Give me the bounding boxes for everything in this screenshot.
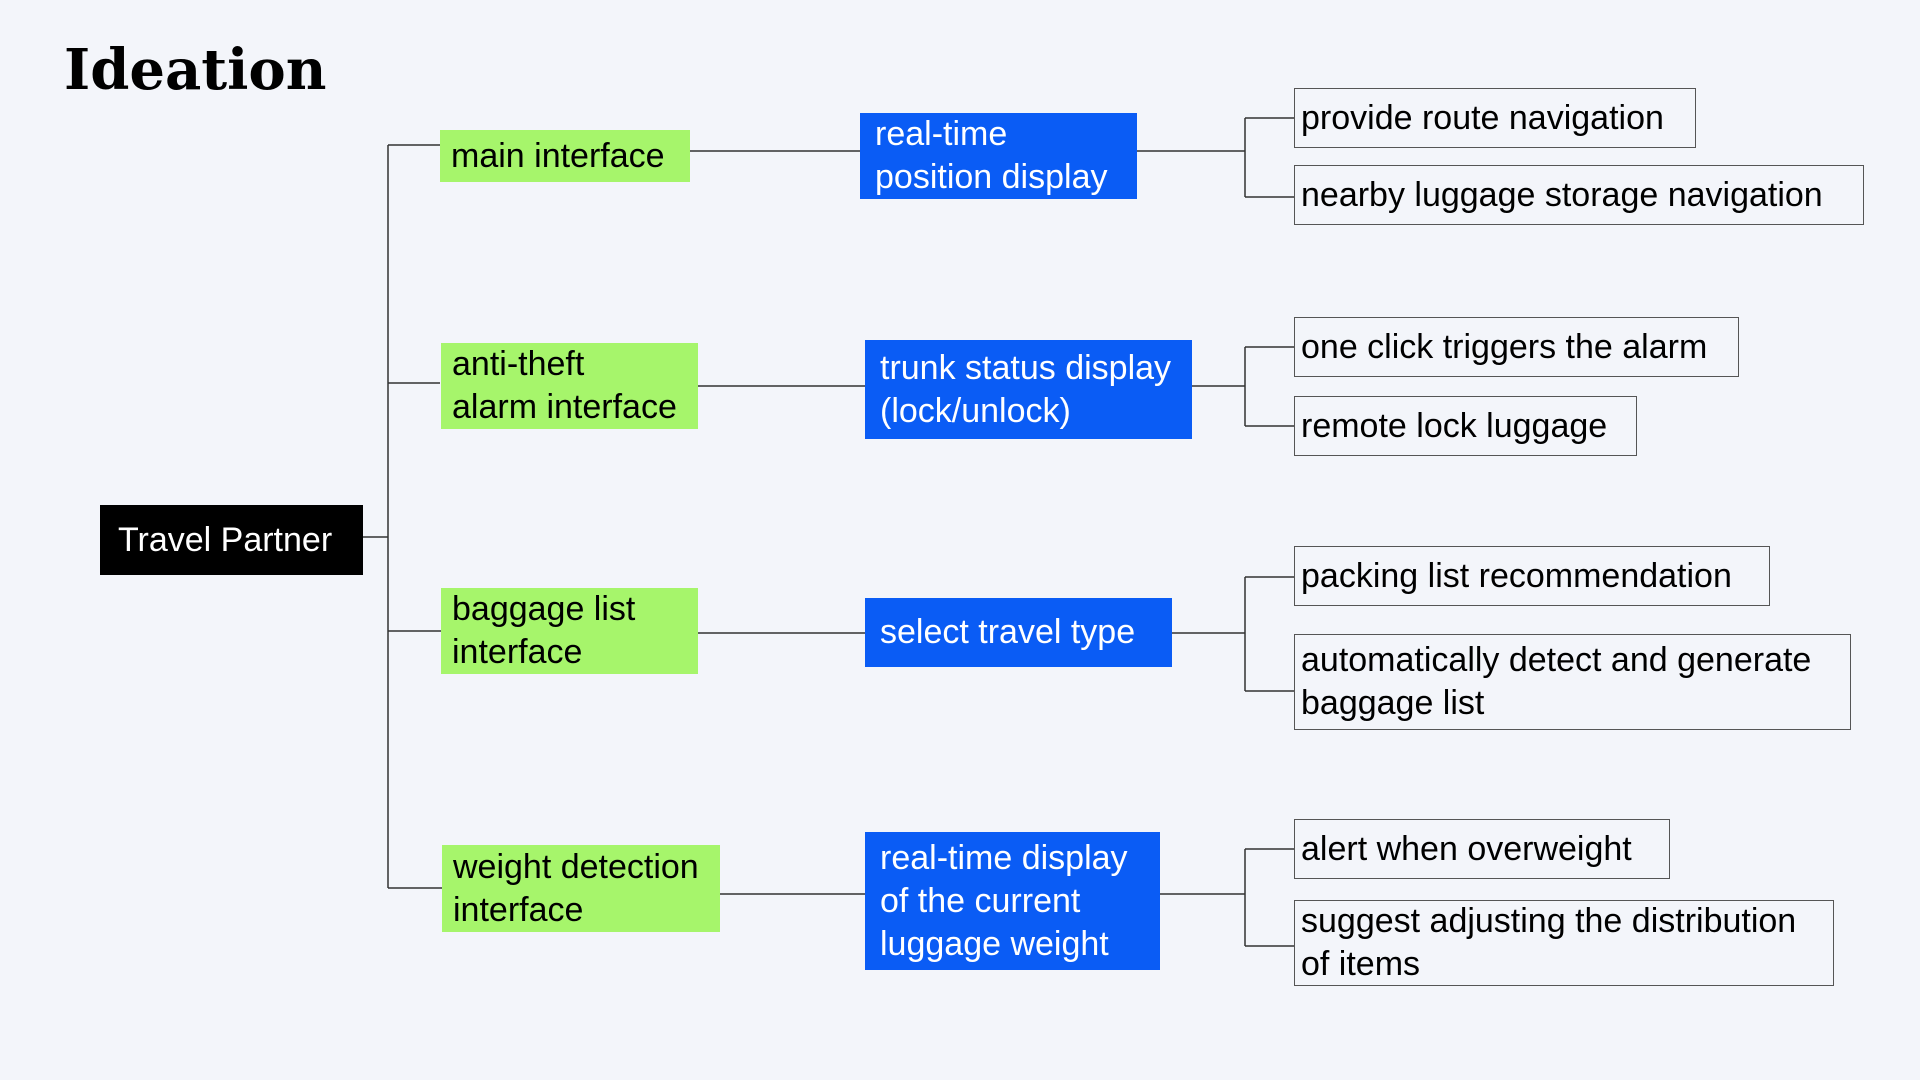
detail-label: remote lock luggage [1301,406,1608,445]
category-label: baggage list [452,590,636,628]
page-title: Ideation [64,37,327,103]
detail-node-route-navigation: provide route navigation [1294,88,1696,148]
feature-node-trunk-status: trunk status display (lock/unlock) [865,340,1192,439]
detail-label: of items [1301,945,1421,983]
category-label: main interface [451,136,665,175]
feature-label: of the current [880,881,1081,920]
detail-label: one click triggers the alarm [1301,327,1708,366]
category-label: anti-theft [452,345,585,383]
detail-label: baggage list [1301,684,1485,722]
category-label: alarm interface [452,388,677,426]
category-node-weight-detection: weight detection interface [442,845,720,932]
feature-node-position-display: real-time position display [860,113,1137,199]
detail-node-remote-lock: remote lock luggage [1294,396,1637,456]
detail-label: suggest adjusting the distribution [1301,902,1797,940]
detail-node-luggage-storage-navigation: nearby luggage storage navigation [1294,165,1864,225]
root-node: Travel Partner [100,505,363,575]
feature-label: real-time [875,115,1008,153]
connector-feature-details-1 [1137,117,1294,198]
detail-label: alert when overweight [1301,829,1632,868]
category-node-main-interface: main interface [440,130,690,182]
detail-node-packing-recommendation: packing list recommendation [1294,546,1770,606]
feature-label: trunk status display [880,348,1172,387]
connector-feature-details-4 [1160,848,1294,947]
detail-node-generate-baggage-list: automatically detect and generate baggag… [1294,634,1851,730]
category-node-anti-theft: anti-theft alarm interface [441,343,698,429]
root-label: Travel Partner [118,520,333,559]
detail-label: automatically detect and generate [1301,641,1812,679]
category-label: interface [452,633,583,671]
detail-node-overweight-alert: alert when overweight [1294,819,1670,879]
connector-feature-details-3 [1172,576,1294,692]
feature-label: select travel type [880,613,1136,651]
category-label: weight detection [453,847,699,886]
feature-label: (lock/unlock) [880,391,1071,430]
detail-label: provide route navigation [1301,98,1664,137]
feature-label: luggage weight [880,924,1109,963]
detail-label: packing list recommendation [1301,556,1732,595]
category-node-baggage-list: baggage list interface [441,588,698,674]
detail-label: nearby luggage storage navigation [1301,175,1823,214]
feature-label: position display [875,158,1108,196]
feature-node-luggage-weight: real-time display of the current luggage… [865,832,1160,970]
category-label: interface [453,890,584,929]
feature-node-travel-type: select travel type [865,598,1172,667]
detail-node-trigger-alarm: one click triggers the alarm [1294,317,1739,377]
connector-feature-details-2 [1192,346,1294,427]
detail-node-adjust-distribution: suggest adjusting the distribution of it… [1294,900,1834,986]
feature-label: real-time display [880,838,1128,877]
